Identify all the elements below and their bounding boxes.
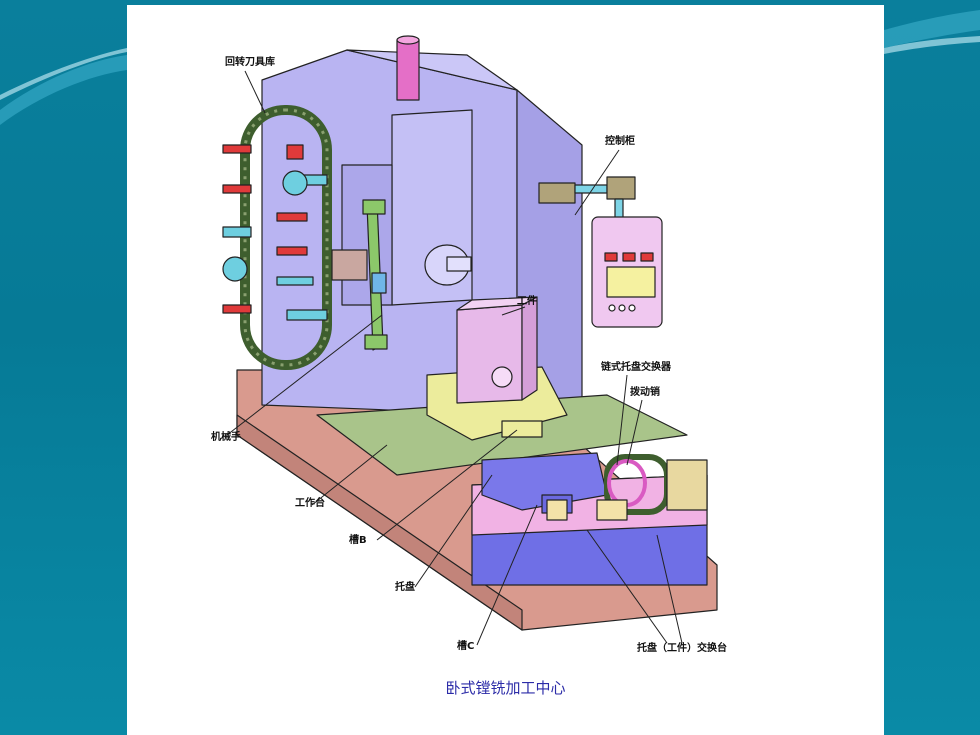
workpiece — [456, 304, 523, 404]
label-slot-c: 槽C — [457, 641, 475, 652]
label-pallet-exchange-table: 托盘（工件）交换台 — [637, 643, 727, 654]
label-slot-b: 槽B — [349, 535, 367, 546]
illustration-panel: 回转刀具库 控制柜 工件 链式托盘交换器 拨动销 机械手 工作台 槽B 托盘 槽… — [127, 5, 884, 735]
label-tool-magazine: 回转刀具库 — [225, 57, 275, 68]
label-drive-pin: 拨动销 — [630, 387, 660, 398]
label-manipulator: 机械手 — [211, 432, 241, 443]
label-control-cabinet: 控制柜 — [605, 136, 635, 147]
label-worktable: 工作台 — [295, 498, 325, 509]
label-chain-pallet-changer: 链式托盘交换器 — [601, 362, 671, 373]
label-pallet: 托盘 — [395, 582, 415, 593]
coolant-pipe — [396, 39, 420, 101]
machining-center-illustration — [222, 35, 718, 646]
label-workpiece: 工件 — [517, 296, 537, 307]
figure-caption: 卧式镗铣加工中心 — [445, 679, 566, 697]
